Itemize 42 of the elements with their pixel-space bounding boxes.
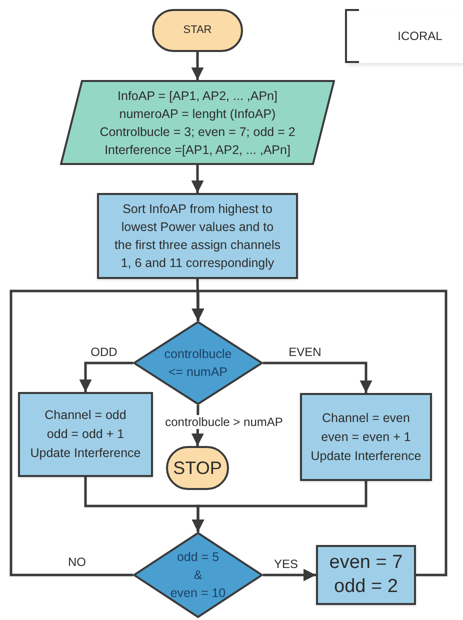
node-text: Controlbucle = 3; even = 7; odd = 2 <box>100 124 296 140</box>
edge-label: NO <box>66 555 88 569</box>
arrow <box>79 362 133 392</box>
node-text: STAR <box>183 23 212 38</box>
node-text: STOP <box>173 456 222 480</box>
terminal-shape <box>152 9 243 52</box>
decision-diamond <box>133 321 263 405</box>
edge-label: YES <box>272 557 300 571</box>
arrow <box>263 362 372 393</box>
annotation <box>345 9 463 63</box>
arrow <box>191 52 204 80</box>
edge-label: EVEN <box>286 345 324 359</box>
process-box <box>97 193 298 279</box>
edge-label: ODD <box>88 345 120 359</box>
arrow <box>191 165 204 193</box>
edge-label: controlbucle > numAP <box>163 415 285 429</box>
process-box <box>300 393 432 481</box>
node-text: InfoAP = [AP1, AP2, ... ,APn] <box>118 88 278 104</box>
node-text: Update Interference <box>310 448 422 465</box>
node-text: Update Interference <box>30 445 141 462</box>
process-box <box>316 545 416 605</box>
node-text: even = even + 1 <box>321 428 411 446</box>
node-text: Channel = odd <box>44 407 126 424</box>
decision-diamond <box>133 532 263 618</box>
input-parallelogram <box>60 80 335 165</box>
node-text: ICORAL <box>398 28 442 45</box>
node-text: Channel = even <box>322 410 410 426</box>
arrow <box>192 290 448 576</box>
node-text: Sort InfoAP from highest to lowest Power values and to the first three assign channels 1, 6 and 11 correspondingly <box>113 201 282 272</box>
node-text: & <box>194 567 202 584</box>
arrow <box>263 568 316 582</box>
process-box <box>18 392 153 477</box>
node-text: Interference =[AP1, AP2, ... ,APn] <box>104 142 290 158</box>
node-text: even = 7 <box>329 551 403 575</box>
node-text: odd = 2 <box>334 575 398 599</box>
terminal-shape <box>166 446 229 490</box>
node-text: controlbucle <= numAP <box>164 346 232 381</box>
node-text: odd = 5 <box>176 549 220 566</box>
arrow <box>192 481 368 532</box>
node-text: numeroAP = lenght (InfoAP) <box>119 106 276 122</box>
node-text: odd = odd + 1 <box>46 426 124 443</box>
node-text: even = 10 <box>170 585 226 602</box>
